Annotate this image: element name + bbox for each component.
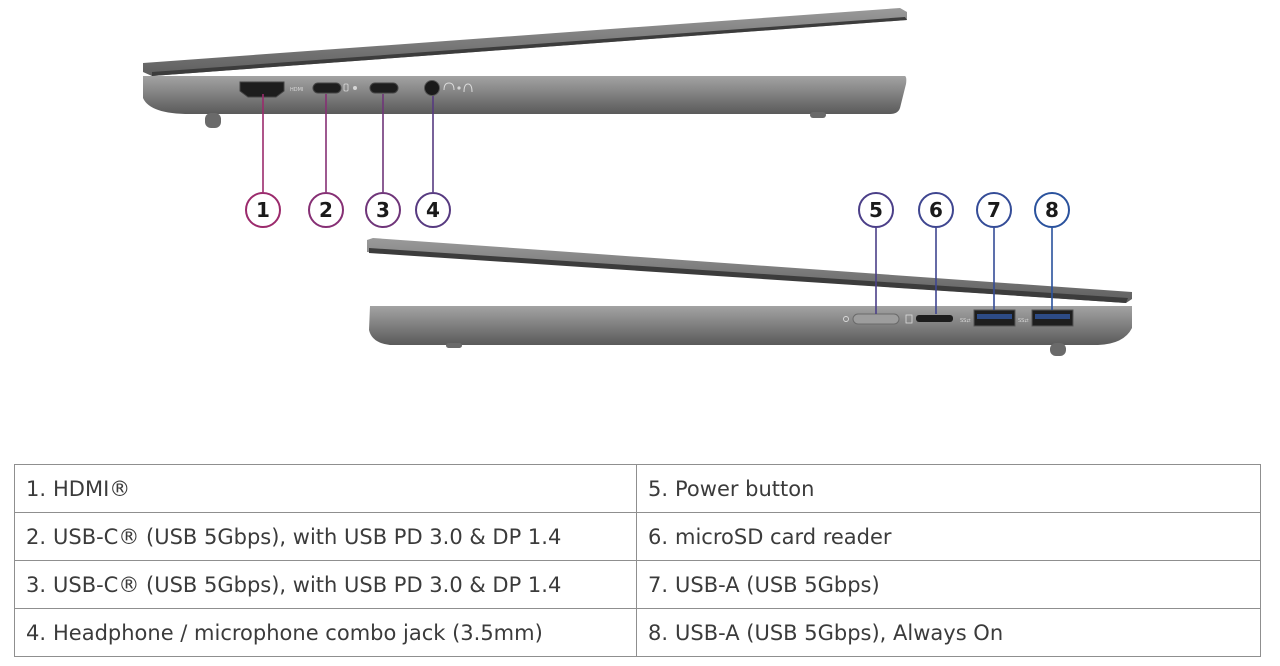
- callouts: 1 2 3 4 5 6 7 8: [245, 94, 1070, 314]
- headphone-icon: [463, 83, 473, 93]
- callout-number: 8: [1045, 198, 1059, 222]
- laptop-foot: [810, 112, 826, 118]
- table-cell: 8.USB-A (USB 5Gbps), Always On: [636, 608, 1261, 657]
- item-label: Power button: [675, 476, 815, 501]
- laptop-foot: [1050, 343, 1066, 356]
- table-cell: 1.HDMI®: [14, 464, 637, 513]
- lid-bezel: [369, 248, 1128, 303]
- usb-a-port-label: SS⇄: [1018, 318, 1029, 324]
- audio-jack: [424, 80, 440, 96]
- table-row: 4.Headphone / microphone combo jack (3.5…: [14, 608, 1261, 657]
- power-icon: [843, 316, 849, 322]
- callout-number: 3: [376, 198, 390, 222]
- item-label: microSD card reader: [675, 524, 892, 549]
- callout-number: 5: [869, 198, 883, 222]
- table-row: 3.USB-C® (USB 5Gbps), with USB PD 3.0 & …: [14, 560, 1261, 609]
- callout-circle: [918, 192, 954, 228]
- callout-circle: [1034, 192, 1070, 228]
- laptop-foot: [446, 343, 462, 348]
- callout-number: 7: [987, 198, 1001, 222]
- laptop-base: [369, 306, 1132, 345]
- usb-c-icon: [343, 83, 349, 92]
- table-row: 2.USB-C® (USB 5Gbps), with USB PD 3.0 & …: [14, 512, 1261, 561]
- laptop-left-side-view: HDMI: [143, 8, 907, 128]
- item-label: USB-C® (USB 5Gbps), with USB PD 3.0 & DP…: [53, 524, 562, 549]
- callout-circle: [976, 192, 1012, 228]
- item-number: 6.: [648, 524, 669, 549]
- hdmi-port: HDMI: [239, 81, 303, 98]
- item-number: 5.: [648, 476, 669, 501]
- port-list-table: 1.HDMI® 5.Power button 2.USB-C® (USB 5Gb…: [14, 464, 1261, 657]
- item-number: 4.: [26, 620, 47, 645]
- item-number: 7.: [648, 572, 669, 597]
- callout-number: 4: [426, 198, 440, 222]
- table-cell: 3.USB-C® (USB 5Gbps), with USB PD 3.0 & …: [14, 560, 637, 609]
- table-cell: 4.Headphone / microphone combo jack (3.5…: [14, 608, 637, 657]
- usb-a-port: SS⇄: [1018, 309, 1074, 327]
- item-label: USB-A (USB 5Gbps), Always On: [675, 620, 1004, 645]
- microsd-icon: [905, 314, 913, 324]
- usb-a-port-label: SS⇄: [960, 318, 971, 324]
- item-label: USB-C® (USB 5Gbps), with USB PD 3.0 & DP…: [53, 572, 562, 597]
- table-cell: 5.Power button: [636, 464, 1261, 513]
- microsd-slot: [916, 315, 953, 322]
- laptop-ports-diagram: HDMI SS⇄ SS⇄ 1 2 3 4 5 6 7 8: [143, 8, 1132, 356]
- laptop-foot: [205, 113, 221, 128]
- indicator-light: [353, 86, 357, 90]
- laptop-right-side-view: SS⇄ SS⇄: [367, 238, 1132, 356]
- callout-circle: [365, 192, 401, 228]
- callout-number: 6: [929, 198, 943, 222]
- lid-bezel: [152, 17, 907, 76]
- callout-number: 2: [319, 198, 333, 222]
- item-label: USB-A (USB 5Gbps): [675, 572, 880, 597]
- item-number: 2.: [26, 524, 47, 549]
- headset-icon: [443, 82, 455, 91]
- callout-circle: [308, 192, 344, 228]
- item-number: 1.: [26, 476, 47, 501]
- item-label: HDMI®: [53, 476, 131, 501]
- item-number: 8.: [648, 620, 669, 645]
- callout-number: 1: [256, 198, 270, 222]
- power-button: [852, 313, 900, 325]
- callout-circle: [415, 192, 451, 228]
- item-label: Headphone / microphone combo jack (3.5mm…: [53, 620, 543, 645]
- usb-c-port: [312, 82, 342, 94]
- callout-circle: [245, 192, 281, 228]
- table-cell: 6.microSD card reader: [636, 512, 1261, 561]
- item-number: 3.: [26, 572, 47, 597]
- callout-circle: [858, 192, 894, 228]
- table-cell: 2.USB-C® (USB 5Gbps), with USB PD 3.0 & …: [14, 512, 637, 561]
- table-cell: 7.USB-A (USB 5Gbps): [636, 560, 1261, 609]
- table-row: 1.HDMI® 5.Power button: [14, 464, 1261, 513]
- hdmi-port-label: HDMI: [290, 87, 303, 93]
- indicator-light: [457, 86, 461, 90]
- usb-c-port: [369, 82, 399, 94]
